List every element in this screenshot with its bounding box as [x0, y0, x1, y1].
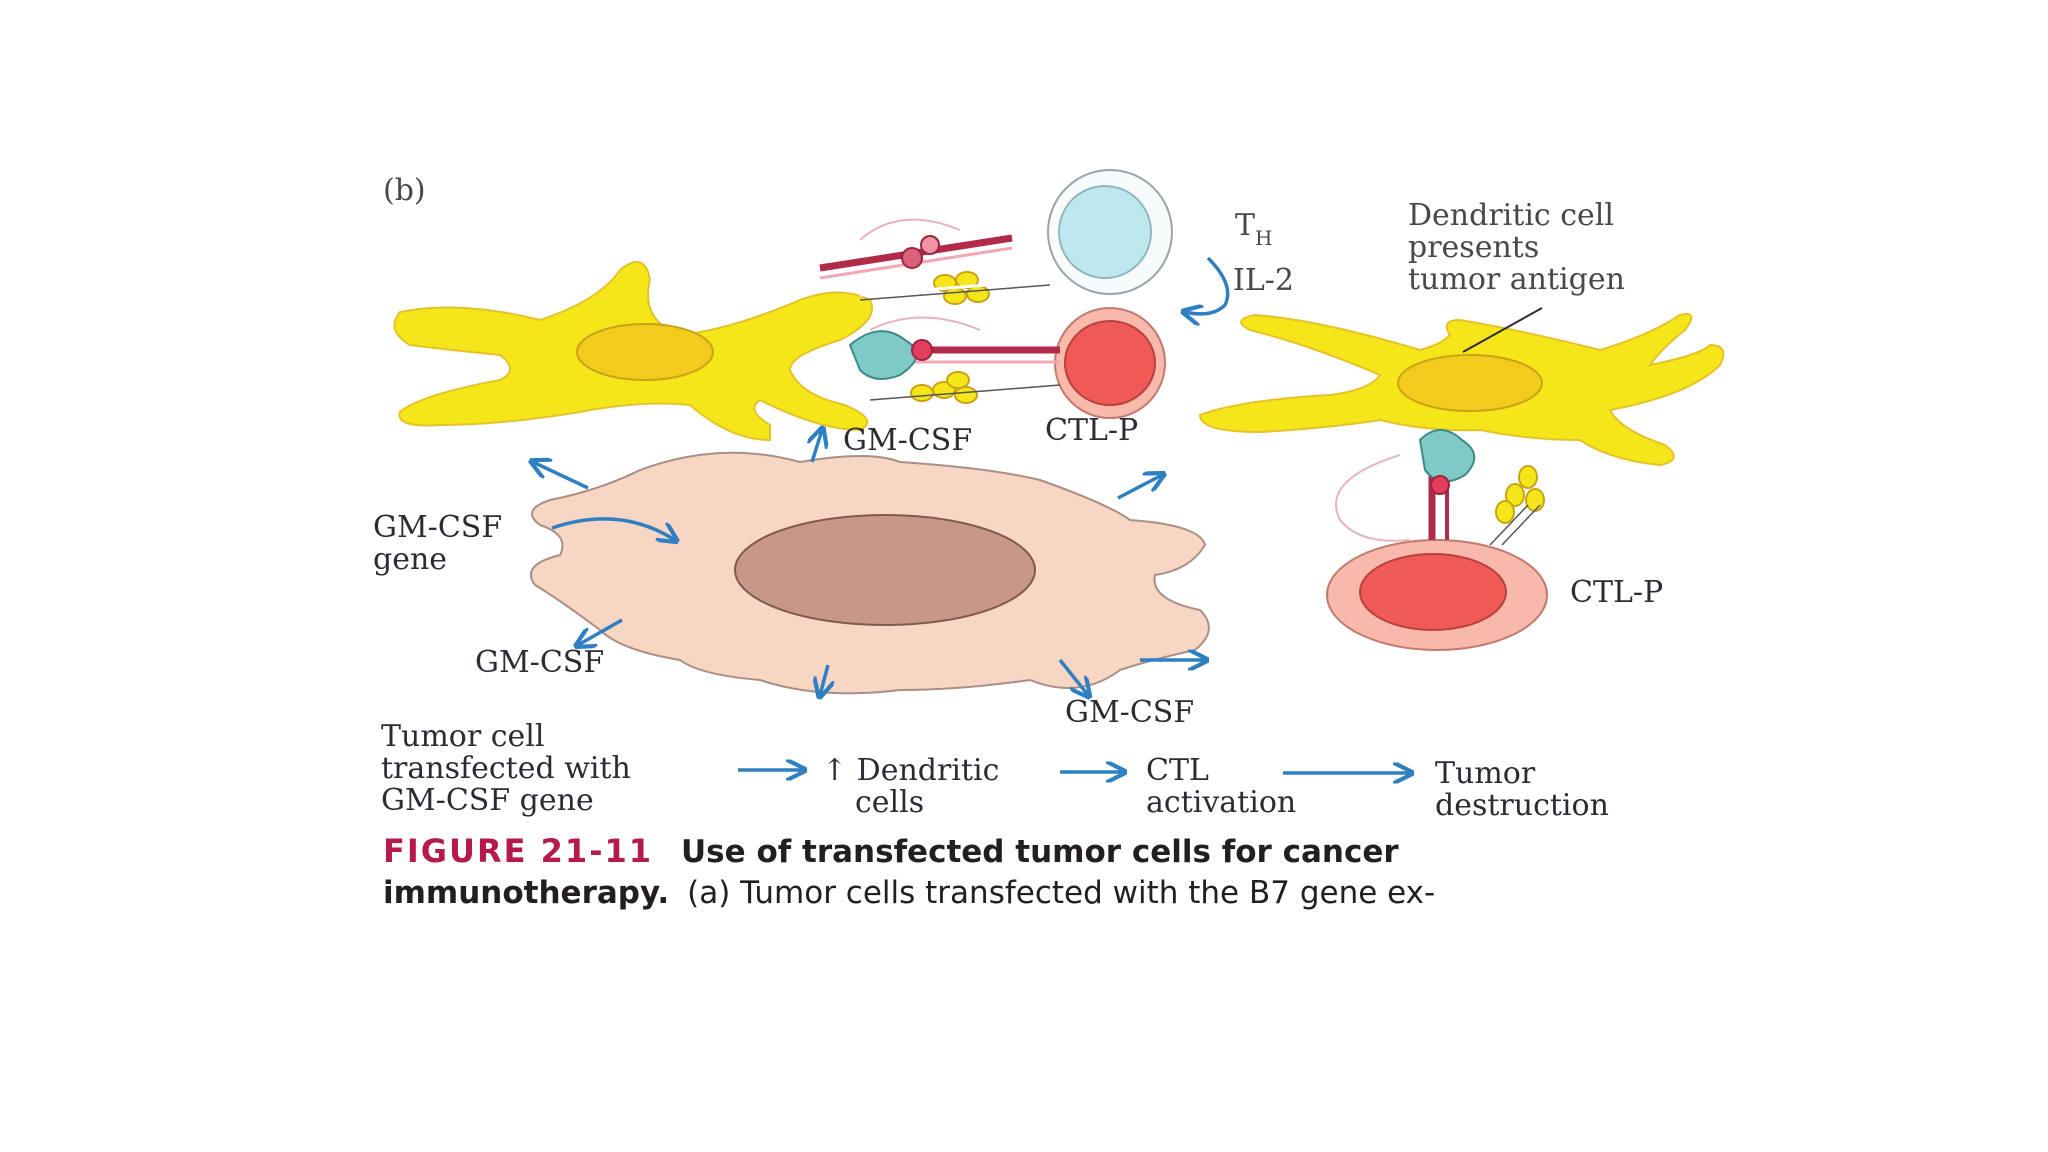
- gmcsf-gene-label-line1: GM-CSF: [373, 510, 502, 545]
- gmcsf-top-label: GM-CSF: [843, 423, 972, 458]
- flow-step1-line1: Tumor cell: [381, 719, 544, 754]
- caption-figure-number: FIGURE 21-11: [383, 832, 653, 870]
- flow-step4-line2: destruction: [1435, 788, 1609, 823]
- dendritic-cell-right: [1198, 313, 1725, 467]
- receptor-complex-th: [819, 218, 1051, 305]
- receptor-complex-ctl: [848, 316, 1061, 404]
- caption-line2: immunotherapy. (a) Tumor cells transfect…: [383, 875, 1435, 911]
- flow-step3-line1: CTL: [1146, 753, 1209, 788]
- costim-beads-right: [1495, 465, 1545, 524]
- receptor-complex-right: [1335, 429, 1545, 546]
- flow-step2-line1: ↑ Dendritic: [822, 753, 999, 788]
- il2-label: IL-2: [1233, 263, 1294, 298]
- panel-label: (b): [383, 173, 426, 208]
- flow-step2-line2: cells: [855, 785, 924, 820]
- flow-row: Tumor cell transfected with GM-CSF gene …: [381, 719, 1609, 823]
- costim-beads-mid: [910, 371, 978, 404]
- gmcsf-bottom-label: GM-CSF: [1065, 695, 1194, 730]
- flow-step1-line2: transfected with: [381, 751, 631, 786]
- ctl-p-cell-right: [1326, 539, 1548, 651]
- th-label: TH: [1235, 208, 1272, 250]
- caption-body: (a) Tumor cells transfected with the B7 …: [687, 875, 1435, 911]
- th-label-sub: H: [1255, 226, 1272, 250]
- flow-step3-line2: activation: [1146, 785, 1296, 820]
- figure-caption: FIGURE 21-11 Use of transfected tumor ce…: [383, 832, 1435, 911]
- dendritic-pointer-line: [1462, 307, 1543, 353]
- caption-line1: FIGURE 21-11 Use of transfected tumor ce…: [383, 832, 1399, 870]
- ctl-p-cell-top: [1054, 307, 1166, 419]
- caption-title-part1: Use of transfected tumor cells for cance…: [681, 834, 1399, 870]
- tumor-cell: [529, 451, 1210, 695]
- gmcsf-left-label: GM-CSF: [475, 645, 604, 680]
- dendritic-cell-left: [393, 261, 873, 442]
- dendritic-label-line3: tumor antigen: [1408, 262, 1625, 297]
- ctl-p-right-label: CTL-P: [1570, 575, 1663, 610]
- flow-step1-line3: GM-CSF gene: [381, 783, 594, 818]
- th-label-main: T: [1235, 208, 1255, 243]
- dendritic-label-line1: Dendritic cell: [1408, 198, 1614, 233]
- th-cell: [1047, 169, 1173, 295]
- flow-step4-line1: Tumor: [1435, 756, 1536, 791]
- gmcsf-arrows: [533, 430, 1205, 695]
- ctl-p-top-label: CTL-P: [1045, 413, 1138, 448]
- caption-title-part2: immunotherapy.: [383, 875, 669, 911]
- il2-arrow: [1185, 256, 1230, 314]
- dendritic-label-line2: presents: [1408, 230, 1539, 265]
- gmcsf-gene-label-line2: gene: [373, 542, 447, 577]
